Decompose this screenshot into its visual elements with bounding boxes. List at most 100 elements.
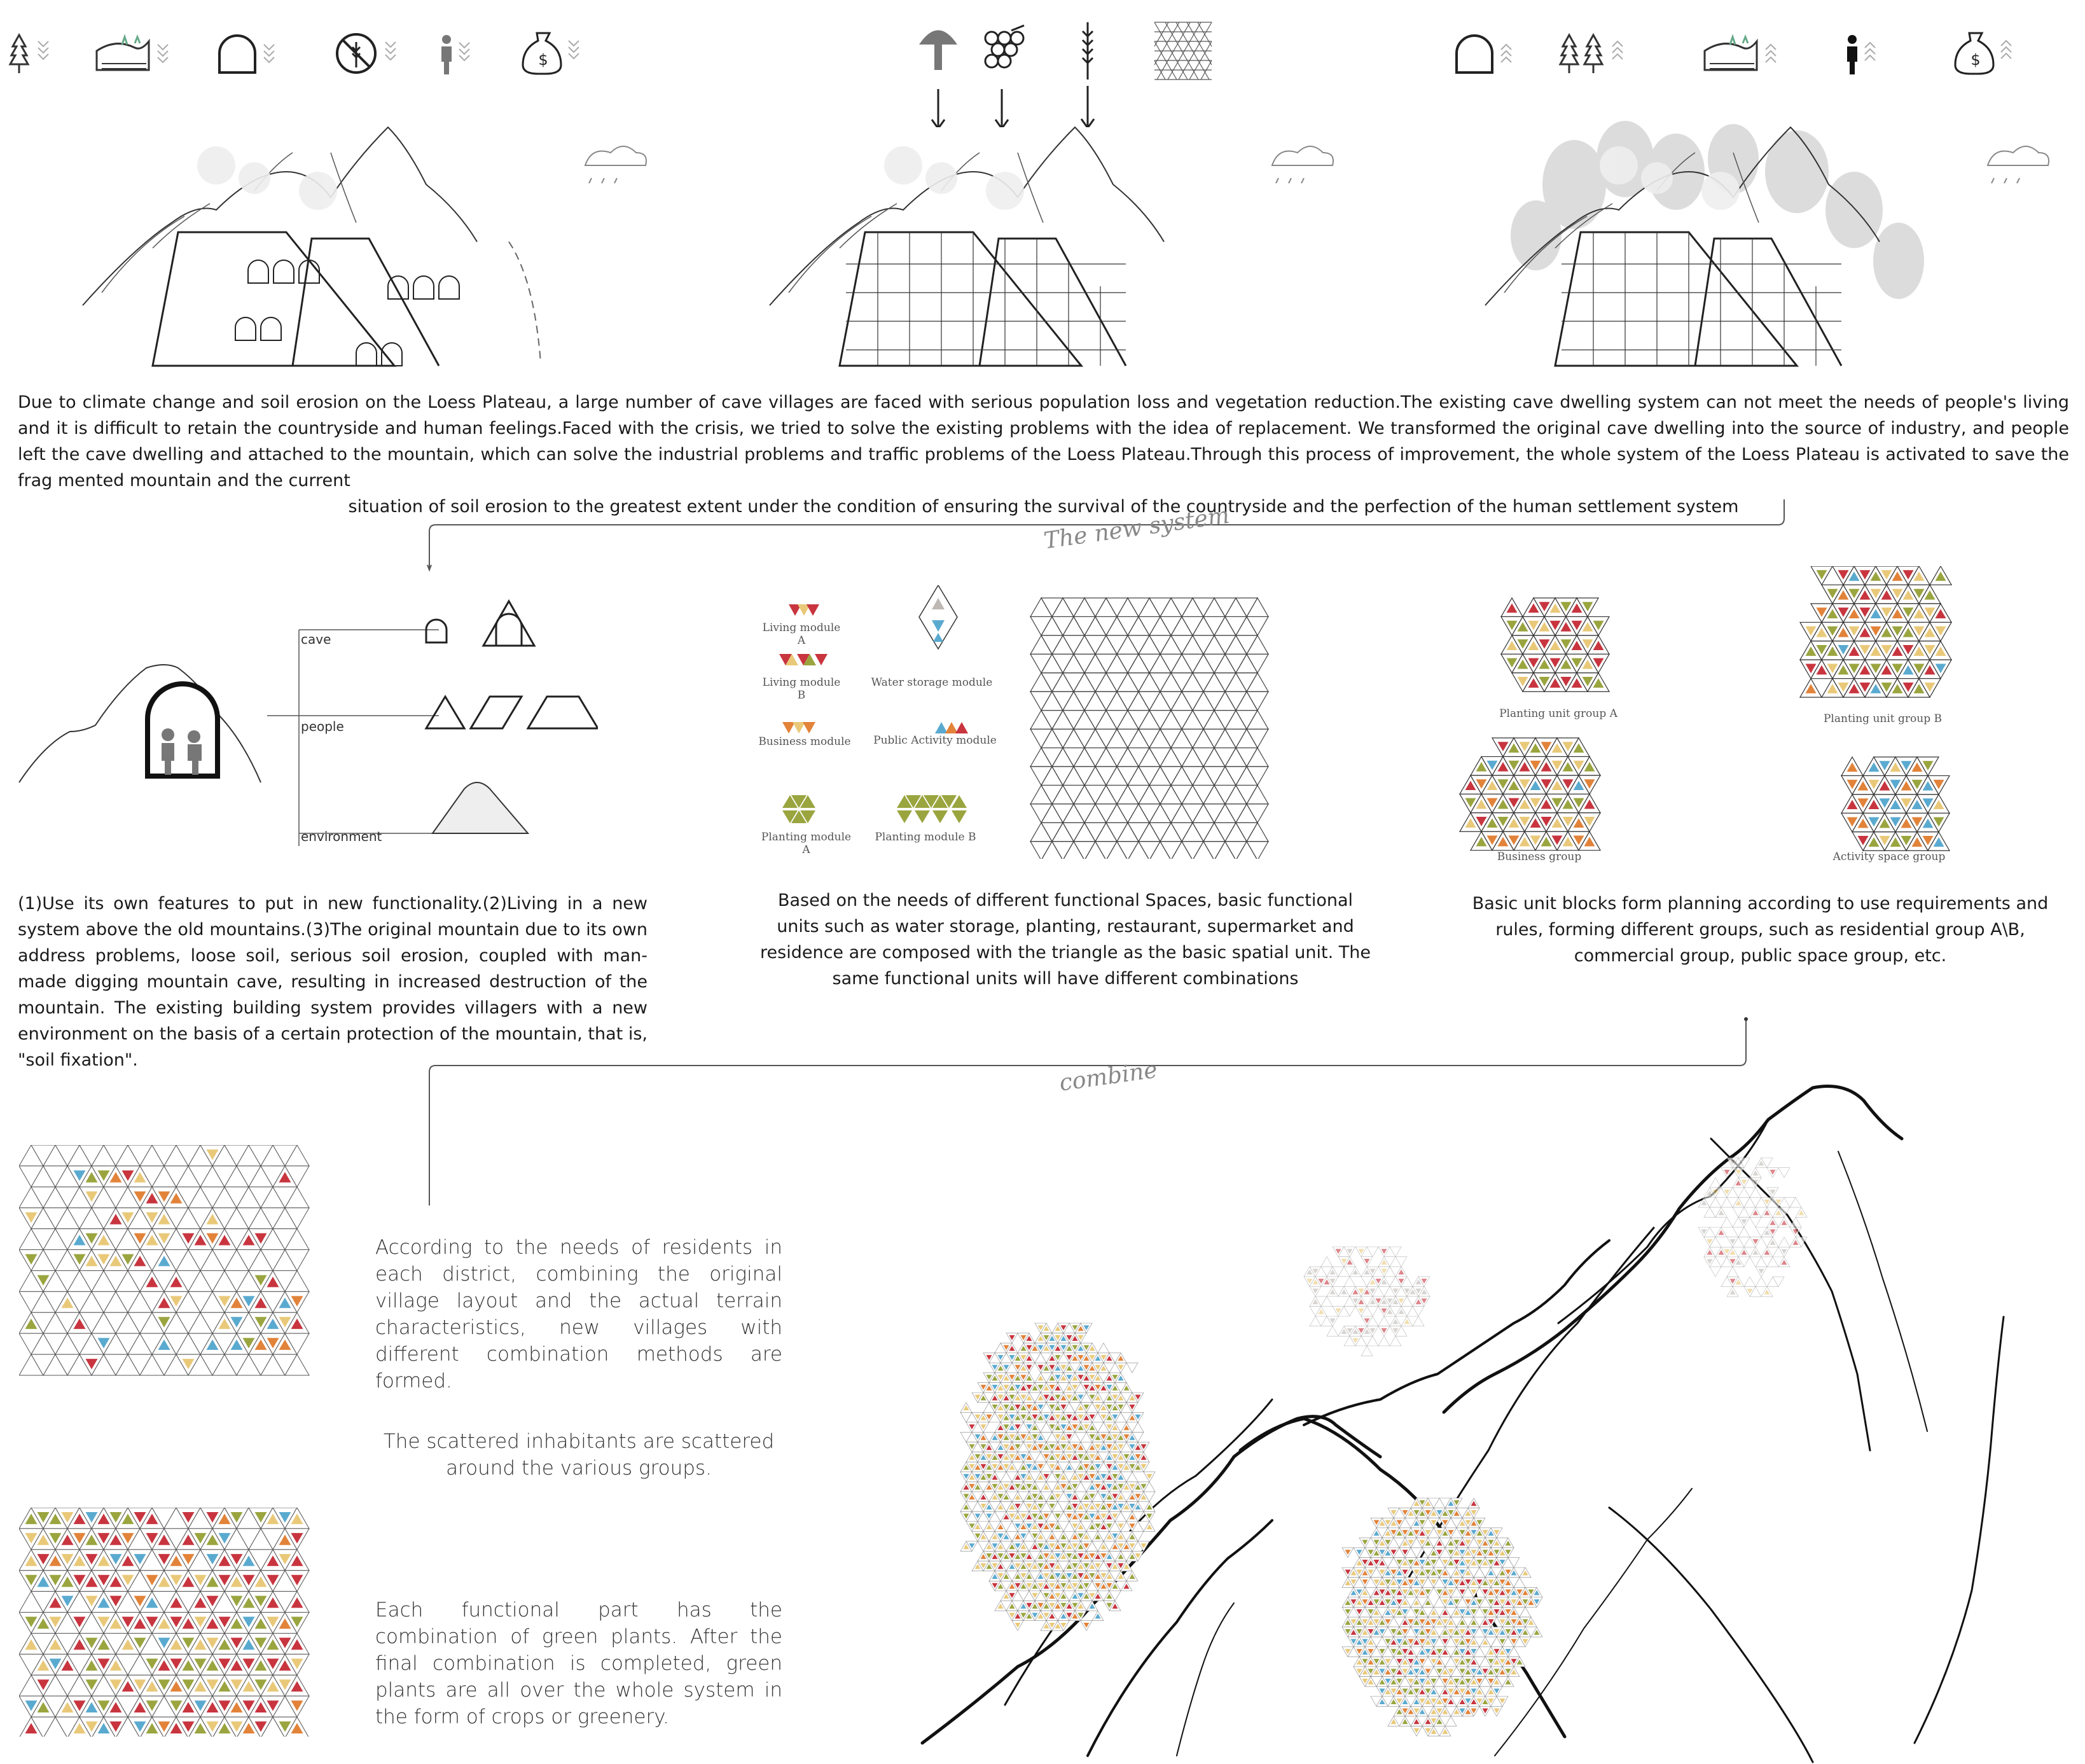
module-fill	[1425, 1560, 1431, 1566]
module-fill	[1390, 1510, 1397, 1515]
module-fill	[1106, 1475, 1112, 1480]
module-fill	[206, 1534, 219, 1545]
triangle-cell	[1170, 784, 1194, 805]
module-fill	[1362, 1658, 1368, 1664]
module-fill	[1758, 1160, 1764, 1166]
module-fill	[170, 1193, 183, 1204]
module-fill	[1392, 1299, 1399, 1305]
module-fill	[1419, 1539, 1425, 1545]
module-fill	[1396, 1689, 1403, 1695]
module-fill	[1083, 1503, 1090, 1509]
module-fill	[73, 1170, 86, 1181]
module-fill	[1541, 817, 1552, 826]
module-fill	[1396, 1590, 1403, 1595]
module-fill	[1549, 603, 1561, 613]
triangle-cell	[1202, 653, 1226, 674]
module-fill	[1072, 1574, 1078, 1579]
triangle-cell	[1132, 1531, 1144, 1542]
module-fill	[1528, 658, 1539, 668]
module-fill	[1049, 1415, 1055, 1420]
triangle-cell	[1245, 803, 1270, 824]
module-fill	[1026, 1424, 1032, 1429]
module-fill	[1032, 1504, 1038, 1510]
module-fill	[1026, 1455, 1032, 1460]
module-fill	[1465, 1550, 1471, 1556]
triangle-cell	[1029, 784, 1053, 805]
triangle-cell	[1062, 653, 1086, 674]
module-fill	[1402, 1620, 1408, 1625]
triangle-cell	[1235, 597, 1259, 618]
triangle-cell	[1109, 1590, 1121, 1602]
module-fill	[1707, 1249, 1713, 1255]
module-fill	[1026, 1384, 1032, 1390]
module-fill	[1848, 571, 1860, 581]
module-fill	[1015, 1524, 1021, 1529]
module-fill	[1055, 1345, 1061, 1351]
module-fill	[1465, 1539, 1471, 1545]
triangle-cell	[1126, 1363, 1139, 1373]
module-fill	[1089, 1434, 1095, 1440]
module-fill	[1095, 1563, 1101, 1569]
module-fill	[1077, 1355, 1084, 1360]
triangle-cell	[1105, 784, 1129, 805]
module-fill	[1476, 817, 1487, 826]
module-fill	[992, 1494, 998, 1500]
triangle-cell	[1159, 709, 1183, 730]
module-fill	[1350, 1580, 1357, 1585]
module-fill	[1089, 1355, 1095, 1360]
module-fill	[1511, 1630, 1517, 1635]
module-fill	[134, 1233, 146, 1244]
module-fill	[109, 1702, 122, 1713]
module-fill	[1009, 1405, 1015, 1410]
triangle-cell	[1170, 635, 1194, 655]
module-fill	[1511, 1619, 1517, 1625]
triangle-cell	[1159, 691, 1183, 711]
module-fill	[1519, 837, 1530, 847]
triangle-cell	[1159, 822, 1183, 842]
module-fill	[980, 1384, 987, 1390]
module-fill	[1516, 1589, 1523, 1595]
triangle-cell	[1148, 784, 1172, 805]
module-fill	[1425, 1728, 1431, 1733]
module-fill	[1106, 1405, 1112, 1410]
module-fill	[1049, 1395, 1055, 1401]
module-fill	[1077, 1603, 1084, 1609]
module-fill	[254, 1233, 267, 1244]
module-fill	[1402, 1550, 1408, 1555]
module-fill	[291, 1723, 303, 1733]
module-fill	[1026, 1613, 1032, 1619]
module-fill	[1471, 1530, 1477, 1535]
module-fill	[230, 1297, 243, 1309]
module-fill	[1922, 761, 1934, 771]
module-fill	[242, 1296, 255, 1307]
module-fill	[963, 1484, 969, 1490]
module-fill	[1922, 818, 1934, 828]
module-fill	[1112, 1414, 1118, 1420]
module-fill	[1066, 1355, 1072, 1360]
module-fill	[1892, 609, 1903, 619]
module-fill	[992, 1553, 998, 1559]
module-fill	[1859, 608, 1871, 617]
module-fill	[1373, 1590, 1380, 1595]
module-fill	[1026, 1483, 1032, 1489]
module-fill	[1106, 1356, 1112, 1361]
module-fill	[1368, 1629, 1374, 1634]
module-fill	[1442, 1609, 1448, 1615]
triangle-cell	[1749, 1256, 1762, 1268]
module-fill	[194, 1658, 207, 1669]
module-fill	[1077, 1335, 1084, 1340]
module-fill	[1505, 1600, 1511, 1606]
module-fill	[1408, 1511, 1414, 1516]
module-fill	[1482, 1620, 1488, 1625]
module-fill	[121, 1616, 134, 1628]
module-fill	[1100, 1385, 1107, 1391]
triangle-cell	[1029, 766, 1053, 786]
module-fill	[1072, 1325, 1078, 1331]
module-fill	[109, 1553, 122, 1565]
module-fill	[1060, 1434, 1067, 1440]
module-fill	[1072, 1336, 1078, 1341]
module-fill	[73, 1723, 86, 1733]
module-fill	[254, 1339, 267, 1351]
module-fill	[1095, 1574, 1101, 1579]
triangle-cell	[1235, 803, 1259, 823]
